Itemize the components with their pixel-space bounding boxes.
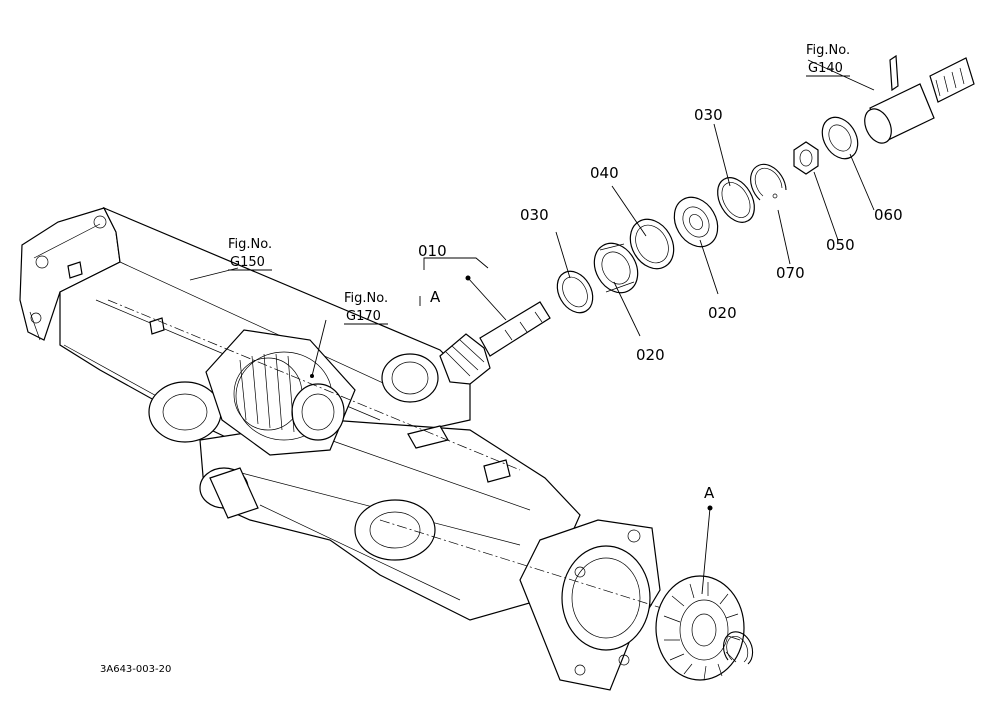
- figure-references: Fig.No. G150 Fig.No. G170 Fig.No. G140: [228, 43, 850, 325]
- label-030-b: 030: [694, 106, 723, 124]
- fig-ref-g170: Fig.No. G170: [344, 291, 388, 325]
- circlip-070: [750, 163, 787, 201]
- axle-housing: [19, 206, 701, 691]
- bearing-020a: [593, 242, 639, 294]
- part-labels: 010 030 040 030 020 020 070 050 060: [418, 106, 903, 364]
- ring-gear-a: [655, 575, 745, 681]
- fig-ref-g150-code: G150: [230, 255, 265, 270]
- label-070: 070: [776, 264, 805, 282]
- fig-ref-g170-title: Fig.No.: [344, 291, 388, 306]
- label-010: 010: [418, 242, 447, 260]
- pinion-shaft-010: [439, 301, 551, 385]
- drawing-code: 3A643-003-20: [100, 664, 171, 675]
- fig-ref-g140-code: G140: [808, 61, 843, 76]
- label-030-a: 030: [520, 206, 549, 224]
- fig-ref-g150-title: Fig.No.: [228, 237, 272, 252]
- seal-060: [821, 116, 859, 160]
- snap-ring-lower: [722, 631, 754, 665]
- detail-marker-a-top: A: [430, 288, 441, 306]
- nut-050: [793, 141, 819, 175]
- coupling-g140: [864, 54, 975, 144]
- fig-ref-g140: Fig.No. G140: [806, 43, 850, 77]
- fig-ref-g170-code: G170: [346, 309, 381, 324]
- label-020-b: 020: [708, 304, 737, 322]
- fig-ref-g150: Fig.No. G150: [228, 237, 272, 271]
- bearing-020b: [673, 196, 719, 248]
- label-050: 050: [826, 236, 855, 254]
- label-040: 040: [590, 164, 619, 182]
- fig-ref-g140-title: Fig.No.: [806, 43, 850, 58]
- detail-markers: A A: [430, 288, 715, 502]
- label-020-a: 020: [636, 346, 665, 364]
- ring-030a: [556, 270, 594, 314]
- label-060: 060: [874, 206, 903, 224]
- collar-040: [629, 218, 675, 270]
- detail-marker-a-bottom: A: [704, 484, 715, 502]
- ring-030b: [717, 177, 755, 223]
